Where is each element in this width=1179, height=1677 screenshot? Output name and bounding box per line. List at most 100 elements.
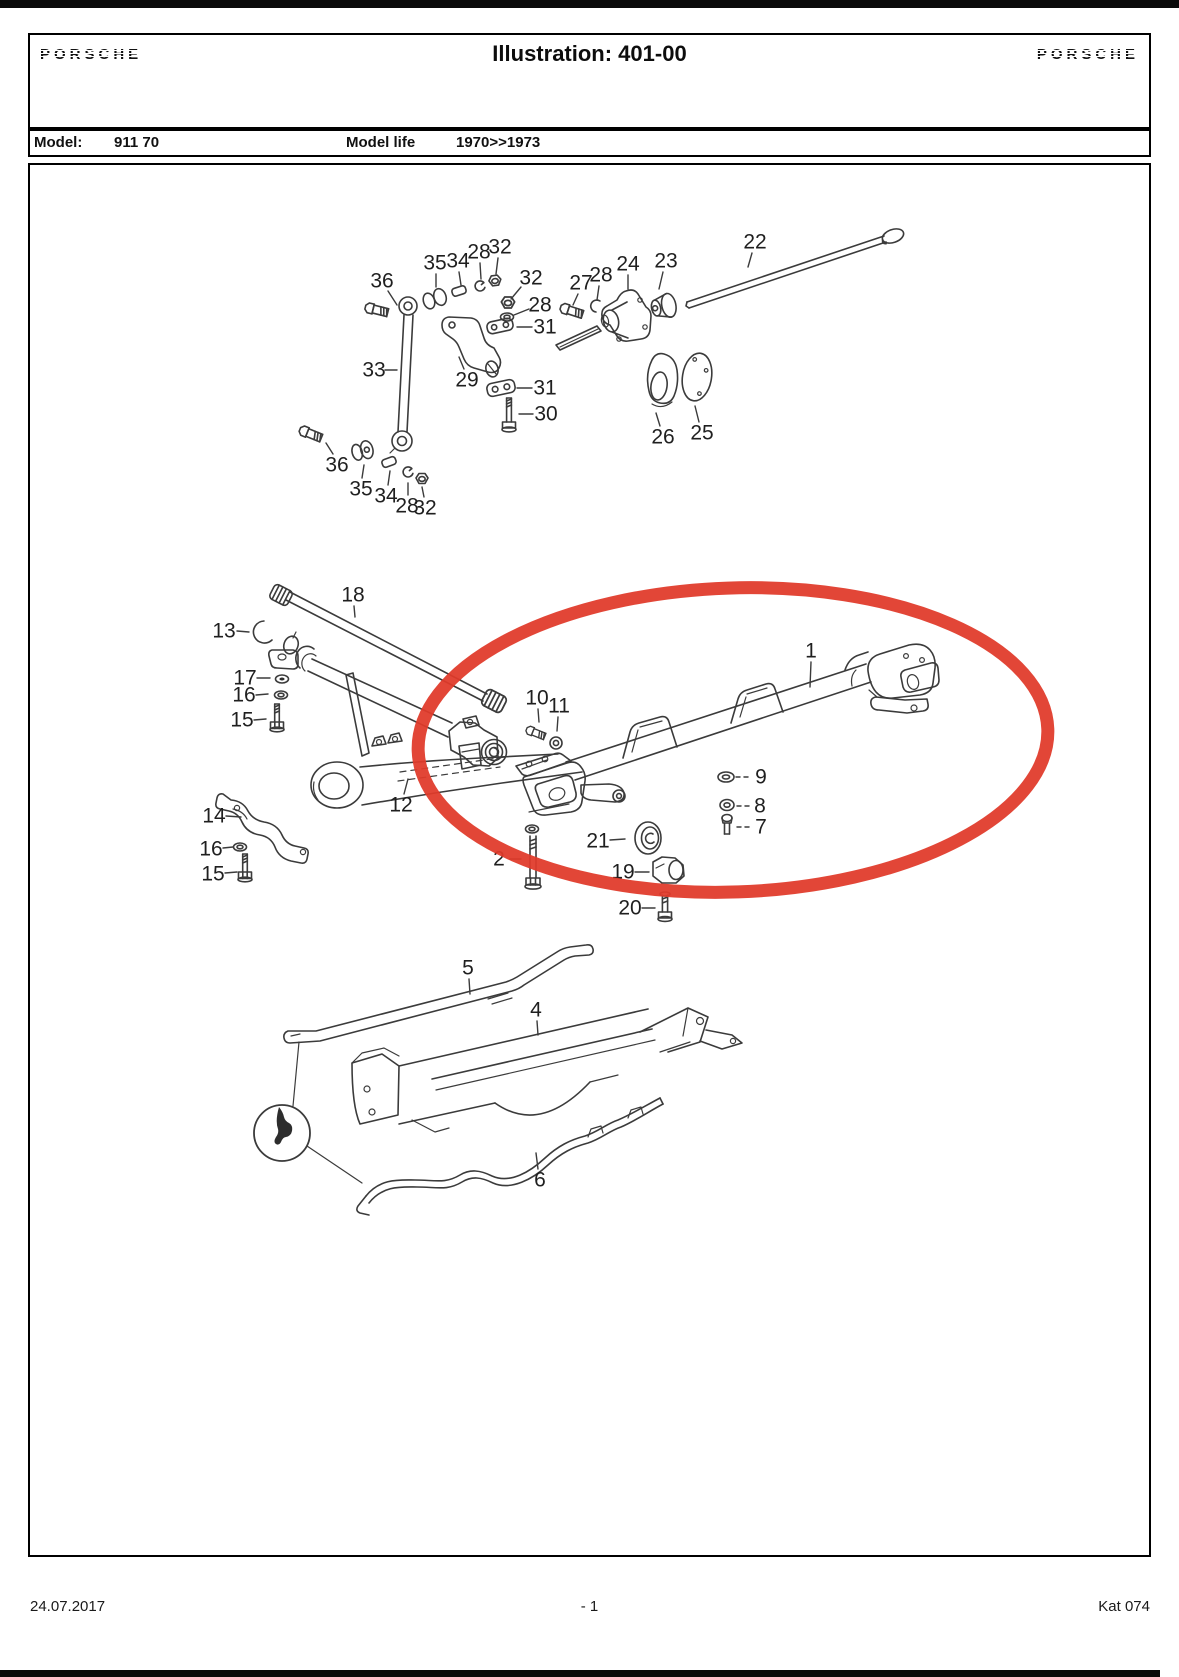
callout-19: 19 xyxy=(611,861,634,884)
callout-15: 15 xyxy=(230,709,253,732)
callout-29: 29 xyxy=(455,369,478,392)
callout-7: 7 xyxy=(755,816,767,839)
page-title: Illustration: 401-00 xyxy=(492,41,687,66)
callout-leader-26 xyxy=(655,412,661,427)
callout-31: 31 xyxy=(533,377,556,400)
cap-13 xyxy=(252,620,273,644)
callout-leader-1 xyxy=(809,661,812,688)
callout-leader-34 xyxy=(387,470,391,486)
footer: 24.07.2017 - 1 Kat 074 xyxy=(0,1598,1179,1618)
callout-leader-25 xyxy=(694,405,700,423)
callout-4: 4 xyxy=(530,999,542,1022)
callout-34: 34 xyxy=(374,485,398,508)
porsche-logo-right: PORSCHE xyxy=(1036,46,1140,63)
callout-31: 31 xyxy=(533,316,556,339)
callout-leader-36 xyxy=(325,442,334,455)
callout-28: 28 xyxy=(528,294,551,317)
callout-28: 28 xyxy=(589,264,612,287)
callout-leader-32 xyxy=(510,286,522,300)
link-arm xyxy=(580,783,625,803)
callout-27: 27 xyxy=(569,272,592,295)
callout-leader-5 xyxy=(468,978,471,995)
callout-17: 17 xyxy=(233,667,256,690)
callout-1: 1 xyxy=(805,640,817,663)
callout-11: 11 xyxy=(548,695,570,718)
callout-leader-11 xyxy=(556,716,559,732)
callout-leader-12 xyxy=(403,778,409,795)
callout-15: 15 xyxy=(201,863,224,886)
callout-leader-28 xyxy=(479,262,482,280)
callout-leader-36 xyxy=(387,290,398,306)
middle-axle-cluster xyxy=(215,582,940,923)
callout-leader-16 xyxy=(255,693,269,696)
callout-32: 32 xyxy=(488,236,511,259)
callout-18: 18 xyxy=(341,584,364,607)
callout-34: 34 xyxy=(446,250,470,273)
callout-leader-4 xyxy=(536,1020,539,1036)
callout-26: 26 xyxy=(651,426,674,449)
footer-page-number: - 1 xyxy=(580,1598,599,1615)
porsche-logo-left: PORSCHE xyxy=(40,46,143,63)
model-bar: Model: 911 70 Model life 1970>>1973 xyxy=(28,128,1151,157)
callout-leader-28 xyxy=(596,285,600,301)
callout-leader-35 xyxy=(361,464,365,479)
model-label: Model: xyxy=(34,134,83,151)
callout-14: 14 xyxy=(202,805,226,828)
callout-23: 23 xyxy=(654,250,677,273)
callout-13: 13 xyxy=(212,620,235,643)
callout-16: 16 xyxy=(232,684,255,707)
callout-9: 9 xyxy=(755,766,767,789)
callout-leader-23 xyxy=(658,271,664,290)
callout-leader-6 xyxy=(535,1152,539,1170)
callout-leader-28 xyxy=(513,308,530,316)
footer-date: 24.07.2017 xyxy=(30,1598,106,1615)
callout-leader-16 xyxy=(222,846,234,849)
callout-6: 6 xyxy=(534,1169,546,1192)
callout-30: 30 xyxy=(534,403,557,426)
callout-5: 5 xyxy=(462,957,474,980)
callout-leader-34 xyxy=(458,271,462,286)
callout-35: 35 xyxy=(423,252,446,275)
callout-32: 32 xyxy=(413,497,436,520)
detail-marker-circle xyxy=(253,1104,311,1162)
clamp-14 xyxy=(215,793,309,864)
model-value: 911 70 xyxy=(114,134,160,151)
callout-16: 16 xyxy=(199,838,222,861)
callout-leader-21 xyxy=(609,838,626,841)
detail-mark-glyph xyxy=(274,1107,293,1145)
header: PORSCHE Illustration: 401-00 PORSCHE xyxy=(28,33,1151,129)
tube-mount-bracket xyxy=(515,752,586,816)
torsion-rod-22 xyxy=(685,228,905,309)
callout-36: 36 xyxy=(325,454,348,477)
callout-22: 22 xyxy=(743,231,766,254)
stop-19 xyxy=(652,856,685,884)
callout-leader-15 xyxy=(224,871,238,874)
grommet-21 xyxy=(634,821,662,855)
callout-leader-29 xyxy=(458,356,465,370)
diagram-svg: 3635342832322831272824232233293130262536… xyxy=(199,228,1055,1216)
footer-catalog-ref: Kat 074 xyxy=(1098,1598,1150,1615)
pivot-housing xyxy=(448,715,508,770)
lower-crossmember-cluster xyxy=(253,944,743,1216)
support-bar-5 xyxy=(283,944,594,1044)
callout-33: 33 xyxy=(362,359,385,382)
callout-leader-14 xyxy=(225,815,242,818)
callout-leader-10 xyxy=(537,708,540,723)
highlight-ellipse xyxy=(411,581,1055,899)
callout-10: 10 xyxy=(525,687,548,710)
gasket-strip-6 xyxy=(356,1097,664,1216)
bottom-black-bar xyxy=(0,1670,1160,1677)
callout-leader-15 xyxy=(253,718,267,721)
top-black-bar xyxy=(0,0,1179,8)
axle-tube-part-1 xyxy=(565,643,940,781)
callout-28: 28 xyxy=(467,241,490,264)
callout-32: 32 xyxy=(519,267,542,290)
callout-24: 24 xyxy=(616,253,640,276)
bolt-7 xyxy=(721,813,733,835)
callout-25: 25 xyxy=(690,422,713,445)
callout-28: 28 xyxy=(395,495,418,518)
callout-leader-27 xyxy=(572,293,579,306)
